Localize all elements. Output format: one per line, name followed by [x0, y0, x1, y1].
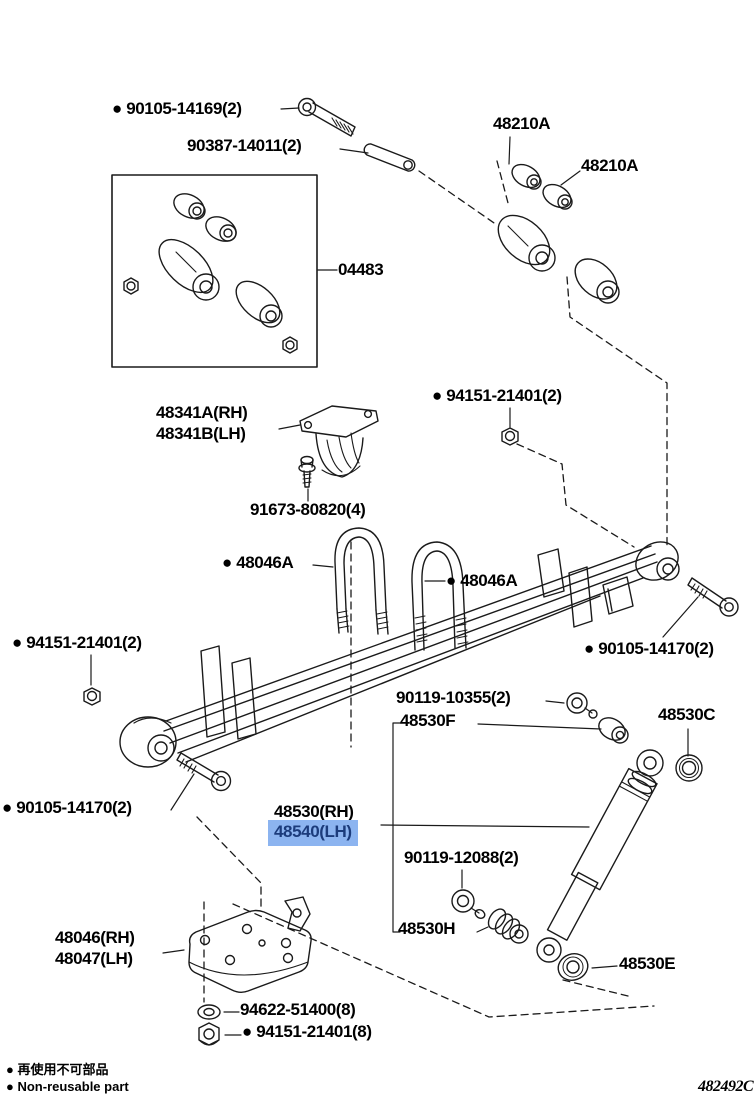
- bolt-91673-drawing: [298, 455, 316, 488]
- label-94622-51400[interactable]: 94622-51400(8): [240, 1000, 356, 1019]
- label-48210a-1[interactable]: 48210A: [493, 114, 551, 133]
- bushing-kit-04483-drawing: [111, 174, 318, 368]
- bolt-90105-14170-right-drawing: [687, 577, 739, 617]
- label-48046-rh[interactable]: 48046(RH): [55, 928, 135, 947]
- dashed-assembly-lines: [196, 160, 668, 1018]
- label-48046a-left[interactable]: ● 48046A: [222, 553, 294, 572]
- mounting-plate-48046-drawing: [188, 896, 312, 993]
- label-90105-14170-right[interactable]: ● 90105-14170(2): [584, 639, 714, 658]
- bolt-90105-14169-drawing: [297, 97, 356, 137]
- pin-90387-14011-drawing: [363, 143, 416, 172]
- label-48046a-right[interactable]: ● 48046A: [446, 571, 518, 590]
- label-90105-14169[interactable]: ● 90105-14169(2): [112, 99, 242, 118]
- figure-code: 482492C: [698, 1078, 754, 1095]
- label-48530-rh[interactable]: 48530(RH): [274, 802, 354, 821]
- label-91673-80820[interactable]: 91673-80820(4): [250, 500, 366, 519]
- label-48047-lh[interactable]: 48047(LH): [55, 949, 133, 968]
- label-48530h[interactable]: 48530H: [398, 919, 456, 938]
- label-48341a-rh[interactable]: 48341A(RH): [156, 403, 248, 422]
- label-04483[interactable]: 04483: [338, 260, 384, 279]
- nut-94151-bottom-drawing: [198, 1022, 220, 1046]
- label-94151-21401-left[interactable]: ● 94151-21401(2): [12, 633, 142, 652]
- label-48530c[interactable]: 48530C: [658, 705, 716, 724]
- label-90119-10355[interactable]: 90119-10355(2): [396, 688, 511, 707]
- washer-94622-drawing: [197, 1004, 221, 1020]
- label-48530f[interactable]: 48530F: [400, 711, 456, 730]
- shackle-48210a-drawing: [497, 163, 620, 304]
- shock-absorber-48530-drawing: [451, 692, 703, 981]
- nut-94151-top-drawing: [501, 427, 519, 446]
- leaf-spring-drawing: [119, 541, 680, 768]
- label-94151-21401-top[interactable]: ● 94151-21401(2): [432, 386, 562, 405]
- legend-non-reusable-jp: ● 再使用不可部品: [6, 1062, 109, 1077]
- label-94151-21401-bottom[interactable]: ● 94151-21401(8): [242, 1022, 372, 1041]
- bolt-90105-14170-left-drawing: [176, 752, 232, 792]
- label-48540-lh-highlighted[interactable]: 48540(LH): [268, 820, 358, 846]
- label-90119-12088[interactable]: 90119-12088(2): [404, 848, 519, 867]
- bumper-48341-drawing: [299, 405, 379, 478]
- legend-non-reusable-en: ● Non-reusable part: [6, 1079, 129, 1094]
- label-48210a-2[interactable]: 48210A: [581, 156, 639, 175]
- label-90387-14011[interactable]: 90387-14011(2): [187, 136, 302, 155]
- label-90105-14170-left[interactable]: ● 90105-14170(2): [2, 798, 132, 817]
- leader-lines: [90, 107, 699, 1036]
- u-bolts-48046a-drawing: [334, 527, 469, 651]
- label-48341b-lh[interactable]: 48341B(LH): [156, 424, 246, 443]
- label-48530e[interactable]: 48530E: [619, 954, 676, 973]
- nut-94151-left-drawing: [83, 687, 101, 706]
